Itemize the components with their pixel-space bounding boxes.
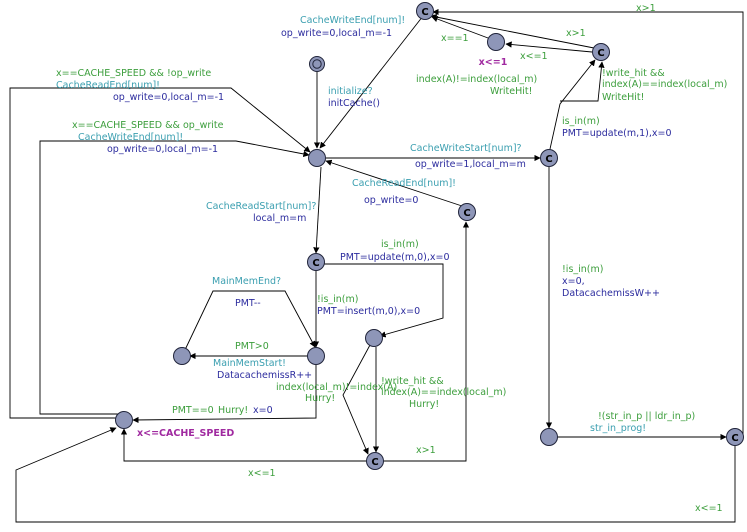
label-cache-read-end-mid: CacheReadEnd[num]! xyxy=(352,178,456,189)
label-op-write0-top: op_write=0,local_m=-1 xyxy=(281,28,392,39)
label-x-gt-1-far: x>1 xyxy=(636,3,656,14)
label-local-m-m: local_m=m xyxy=(253,213,306,224)
label-str-in-prog: str_in_prog! xyxy=(590,423,646,434)
label-x-le-1-bottom: x<=1 xyxy=(248,468,276,479)
label-not-write-hit-top: !write_hit && xyxy=(602,68,665,79)
location-x-le-1[interactable] xyxy=(487,33,505,51)
edge-cachereadend-left xyxy=(9,87,311,419)
label-cache-read-end-left: CacheReadEnd[num]! xyxy=(56,80,160,91)
label-index-ne: index(A)!=index(local_m) xyxy=(416,74,537,85)
edge-x-gt-1-bottom xyxy=(383,221,470,462)
label-initialize: initialize? xyxy=(328,86,373,97)
label-datacache-w: DatacachemissW++ xyxy=(562,288,660,299)
label-is-in-mid: is_in(m) xyxy=(381,239,419,250)
edge-is-in-mid xyxy=(322,263,444,338)
label-x-eq-1: x==1 xyxy=(441,33,469,44)
label-hurry-bottom: Hurry! xyxy=(218,405,248,416)
label-op-write0-left2: op_write=0,local_m=-1 xyxy=(107,144,218,155)
label-x-le-1-far: x<=1 xyxy=(695,503,723,514)
location-main[interactable] xyxy=(308,149,326,167)
location-read-committed[interactable] xyxy=(307,253,325,271)
label-hurry-mid2: Hurry! xyxy=(409,399,439,410)
committed-mark: C xyxy=(597,48,604,59)
locations: C x<=1 C C C C x<=CACHE_SPEED C C xyxy=(115,2,744,470)
edge-x-le-1-top xyxy=(505,41,593,53)
location-right-committed[interactable] xyxy=(540,149,558,167)
location-is-in[interactable] xyxy=(365,329,383,347)
label-index-eq-top: index(A)==index(local_m) xyxy=(602,79,727,90)
label-main-mem-start: MainMemStart! xyxy=(213,358,286,369)
location-bottom-committed[interactable] xyxy=(366,452,384,470)
edge-writehit-left xyxy=(342,344,371,455)
committed-mark: C xyxy=(421,7,428,18)
label-guard-write: x==CACHE_SPEED && op_write xyxy=(72,120,224,131)
edges xyxy=(9,8,744,523)
location-main-mem-left[interactable] xyxy=(173,347,191,365)
label-not-str-in: !(str_in_p || ldr_in_p) xyxy=(598,411,695,422)
label-index-ne-mid: index(local_m)!=index(A) xyxy=(276,382,397,393)
location-mid-committed[interactable] xyxy=(458,203,476,221)
label-x-zero: x=0, xyxy=(562,276,585,287)
committed-mark: C xyxy=(312,258,319,269)
edge-labels: CacheWriteEnd[num]! op_write=0,local_m=-… xyxy=(56,3,727,514)
label-x-le-1-top: x<=1 xyxy=(520,51,548,62)
label-write-hit-right: WriteHit! xyxy=(602,92,644,103)
edge-writehit-right xyxy=(560,61,605,102)
edge-cachereadend-mid xyxy=(325,159,463,207)
invariant-cache-speed: x<=CACHE_SPEED xyxy=(137,428,234,439)
label-is-in-right: is_in(m) xyxy=(562,116,600,127)
edge-cachereadstart xyxy=(313,166,322,254)
location-right-bottom[interactable] xyxy=(540,428,558,446)
location-bottom-left[interactable] xyxy=(115,411,133,429)
label-op-write0-mid: op_write=0 xyxy=(364,195,418,206)
label-op-write0-left1: op_write=0,local_m=-1 xyxy=(113,92,224,103)
edge-x-le-1-far xyxy=(15,427,736,523)
label-op-write1: op_write=1,local_m=m xyxy=(415,159,526,170)
label-pmt-update1: PMT=update(m,1),x=0 xyxy=(562,128,672,139)
edge-is-in-right xyxy=(549,59,596,150)
label-cache-read-start: CacheReadStart[num]? xyxy=(206,201,316,212)
label-cache-write-end-left: CacheWriteEnd[num]! xyxy=(78,132,183,143)
label-index-eq-mid: index(A)==index(local_m) xyxy=(381,387,506,398)
label-not-is-in-mid: !is_in(m) xyxy=(317,294,358,305)
label-not-write-hit-mid: !write_hit && xyxy=(381,376,444,387)
edge-cachewriteend-left xyxy=(39,140,310,415)
edge-x-gt-1-top xyxy=(430,14,595,49)
committed-mark: C xyxy=(731,433,738,444)
invariant-x-le-1: x<=1 xyxy=(479,57,508,68)
location-far-right-committed[interactable] xyxy=(726,428,744,446)
location-top-committed[interactable] xyxy=(416,2,434,20)
committed-mark: C xyxy=(463,208,470,219)
label-cache-write-start: CacheWriteStart[num]? xyxy=(410,143,522,154)
label-init-cache: initCache() xyxy=(328,98,380,109)
label-hurry-mid1: Hurry! xyxy=(305,393,335,404)
initial-marker xyxy=(312,59,322,69)
label-x-gt-1-bottom: x>1 xyxy=(416,445,436,456)
edge-x-le-1-bottom xyxy=(120,428,367,462)
label-pmt-eq0: PMT==0 xyxy=(172,405,214,416)
label-pmt-update0: PMT=update(m,0),x=0 xyxy=(340,252,450,263)
label-pmt-dec: PMT-- xyxy=(235,298,261,309)
edge-pmt-zero xyxy=(132,365,317,424)
label-pmt-insert: PMT=insert(m,0),x=0 xyxy=(317,306,420,317)
label-write-hit-left: WriteHit! xyxy=(490,86,532,97)
label-guard-read: x==CACHE_SPEED && !op_write xyxy=(56,68,211,79)
edge-mainmemend xyxy=(183,290,316,353)
location-initial[interactable] xyxy=(309,56,325,72)
label-x-zero-bottom: x=0 xyxy=(253,405,273,416)
committed-mark: C xyxy=(545,154,552,165)
location-main-mem[interactable] xyxy=(307,347,325,365)
label-cache-write-end-top: CacheWriteEnd[num]! xyxy=(300,15,405,26)
label-main-mem-end: MainMemEnd? xyxy=(212,276,281,287)
edge-x-gt-1-far xyxy=(432,8,744,437)
label-not-is-in-right: !is_in(m) xyxy=(562,264,603,275)
edge-x-eq-1 xyxy=(431,16,489,39)
label-pmt-gt0: PMT>0 xyxy=(235,341,269,352)
label-datacache-r: DatacachemissR++ xyxy=(217,370,312,381)
committed-mark: C xyxy=(371,457,378,468)
edge-cachewriteend-top xyxy=(319,15,424,149)
label-x-gt-1-top: x>1 xyxy=(566,28,586,39)
location-top-right-committed[interactable] xyxy=(592,43,610,61)
